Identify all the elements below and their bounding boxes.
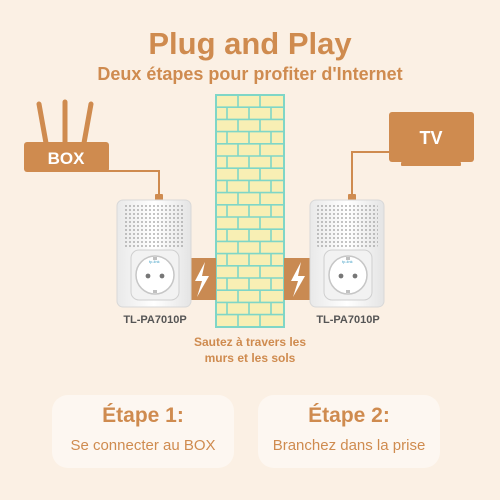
tv-label: TV <box>419 128 442 148</box>
router-label: BOX <box>48 149 86 168</box>
wall-caption: Sautez à travers les murs et les sols <box>180 334 320 366</box>
adapter-logo: tp-link <box>149 259 160 264</box>
router-icon: BOX <box>24 99 109 172</box>
brick-wall-icon <box>215 94 285 328</box>
page-subtitle: Deux étapes pour profiter d'Internet <box>97 64 403 84</box>
step-card-1: Étape 1: Se connecter au BOX <box>52 395 234 468</box>
tv-icon: TV <box>389 112 474 166</box>
powerline-adapter-right-icon: tp-link <box>309 199 385 308</box>
adapter-logo: tp-link <box>342 259 353 264</box>
step-1-text: Se connecter au BOX <box>70 437 216 454</box>
step-2-title: Étape 2: <box>308 404 390 427</box>
powerline-adapter-left-icon: tp-link <box>116 199 192 308</box>
step-1-title: Étape 1: <box>102 404 184 427</box>
step-2-text: Branchez dans la prise <box>272 437 426 454</box>
lightning-bolt-right-icon <box>284 258 312 300</box>
tv-cable <box>351 151 393 202</box>
adapter-model-left: TL-PA7010P <box>123 314 187 326</box>
lightning-bolt-left-icon <box>188 258 216 300</box>
adapter-model-right: TL-PA7010P <box>316 314 380 326</box>
router-cable <box>104 170 160 202</box>
step-card-2: Étape 2: Branchez dans la prise <box>258 395 440 468</box>
wall-caption-line1: Sautez à travers les <box>193 335 307 349</box>
page-title: Plug and Play <box>148 26 352 61</box>
wall-caption-line2: murs et les sols <box>204 351 296 365</box>
